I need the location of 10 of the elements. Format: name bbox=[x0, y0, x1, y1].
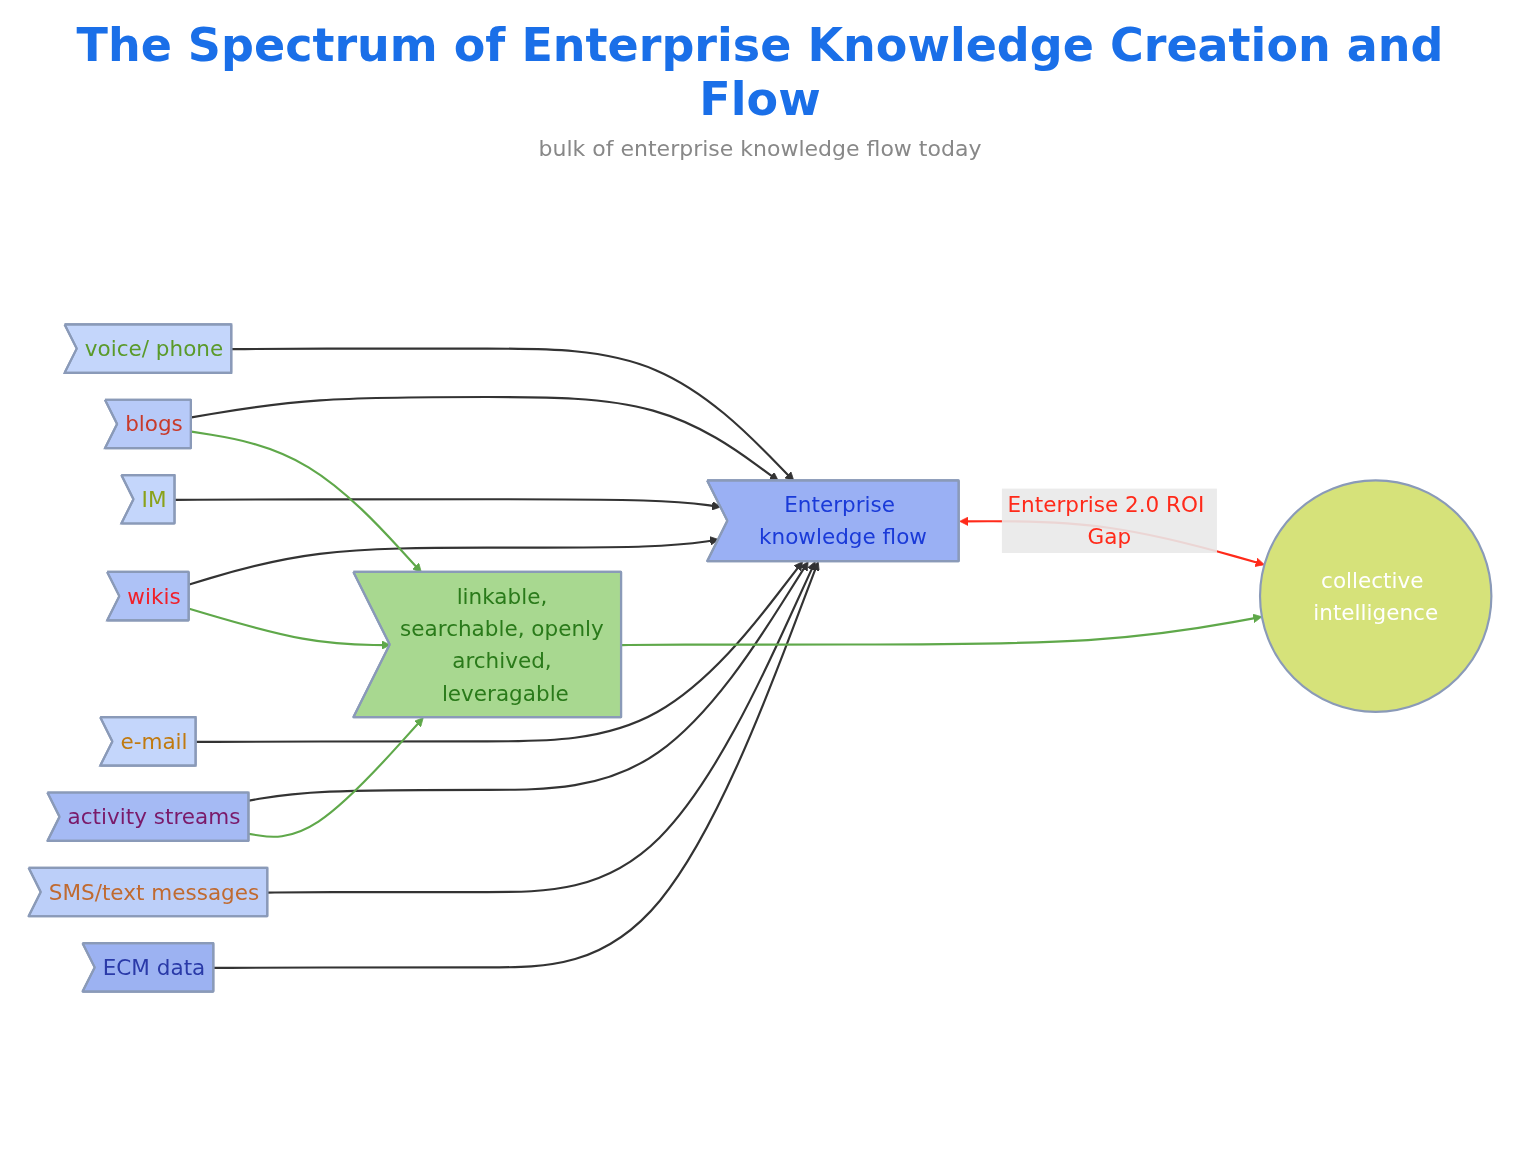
node-circle: collective intelligence bbox=[1258, 479, 1493, 713]
arrow bbox=[213, 561, 820, 969]
arrow bbox=[267, 561, 816, 894]
edge-label: Enterprise 2.0 ROI Gap bbox=[1007, 491, 1205, 550]
arrow bbox=[248, 561, 809, 802]
arrow bbox=[196, 561, 803, 743]
arrow bbox=[621, 613, 1263, 647]
arrow bbox=[248, 717, 424, 838]
diagram-title: The Spectrum of Enterprise Knowledge Creation and Flow bbox=[75, 18, 1445, 126]
side-note: bulk of enterprise knowledge flow today bbox=[538, 136, 982, 161]
